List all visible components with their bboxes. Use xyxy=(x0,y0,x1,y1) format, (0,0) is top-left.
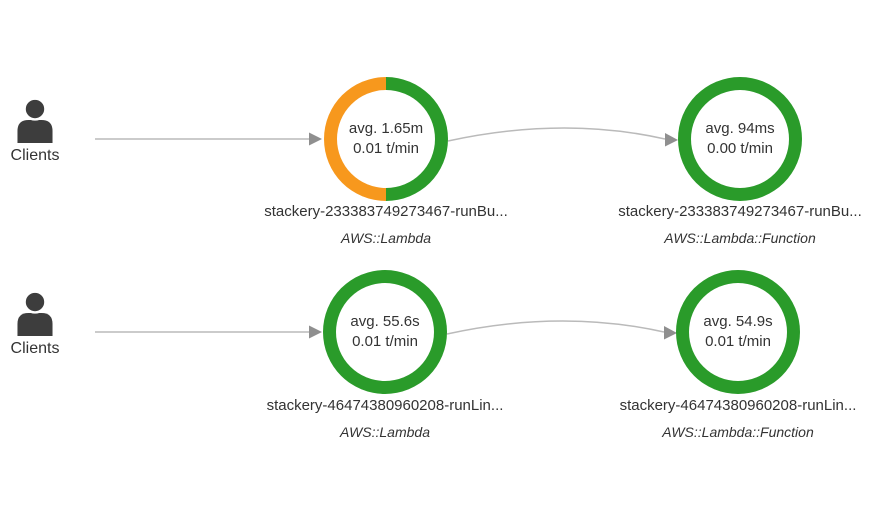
trace-rate: 0.01 t/min xyxy=(705,333,771,350)
node-name-function-row1: stackery-233383749273467-runBu... xyxy=(618,203,862,220)
arrowhead-icon xyxy=(309,325,322,339)
clients-node-row1[interactable]: Clients xyxy=(2,97,68,165)
node-type-function-row1: AWS::Lambda::Function xyxy=(664,230,816,246)
node-stats: avg. 94ms 0.00 t/min xyxy=(691,90,789,188)
edge-lambda-to-function-row1 xyxy=(447,127,678,147)
service-node-function-row2[interactable]: avg. 54.9s 0.01 t/min xyxy=(676,270,800,394)
service-node-function-row1[interactable]: avg. 94ms 0.00 t/min xyxy=(678,77,802,201)
node-name-function-row2: stackery-46474380960208-runLin... xyxy=(619,397,857,414)
trace-rate: 0.01 t/min xyxy=(353,140,419,157)
service-node-lambda-row2[interactable]: avg. 55.6s 0.01 t/min xyxy=(323,270,447,394)
node-type-lambda-row1: AWS::Lambda xyxy=(340,230,431,246)
node-stats: avg. 54.9s 0.01 t/min xyxy=(689,283,787,381)
edge-lambda-to-function-row2 xyxy=(446,320,677,340)
clients-label: Clients xyxy=(10,340,60,357)
trace-rate: 0.00 t/min xyxy=(707,140,773,157)
avg-latency: avg. 55.6s xyxy=(350,312,420,330)
arrowhead-icon xyxy=(665,133,678,147)
arrowhead-icon xyxy=(664,326,677,340)
node-name-lambda-row2: stackery-46474380960208-runLin... xyxy=(266,397,504,414)
node-type-function-row2: AWS::Lambda::Function xyxy=(662,424,814,440)
edge-clients-to-lambda-row2 xyxy=(95,325,322,339)
arrowhead-icon xyxy=(309,132,322,146)
service-node-lambda-row1[interactable]: avg. 1.65m 0.01 t/min xyxy=(324,77,448,201)
clients-label: Clients xyxy=(10,147,60,164)
avg-latency: avg. 54.9s xyxy=(703,312,773,330)
node-type-lambda-row2: AWS::Lambda xyxy=(339,424,430,440)
person-icon xyxy=(17,97,53,143)
node-stats: avg. 55.6s 0.01 t/min xyxy=(336,283,434,381)
person-icon xyxy=(17,290,53,336)
node-stats: avg. 1.65m 0.01 t/min xyxy=(337,90,435,188)
edge-clients-to-lambda-row1 xyxy=(95,132,322,146)
avg-latency: avg. 1.65m xyxy=(348,119,424,137)
clients-node-row2[interactable]: Clients xyxy=(2,290,68,358)
avg-latency: avg. 94ms xyxy=(705,119,775,137)
node-name-lambda-row1: stackery-233383749273467-runBu... xyxy=(264,203,508,220)
trace-rate: 0.01 t/min xyxy=(352,333,418,350)
